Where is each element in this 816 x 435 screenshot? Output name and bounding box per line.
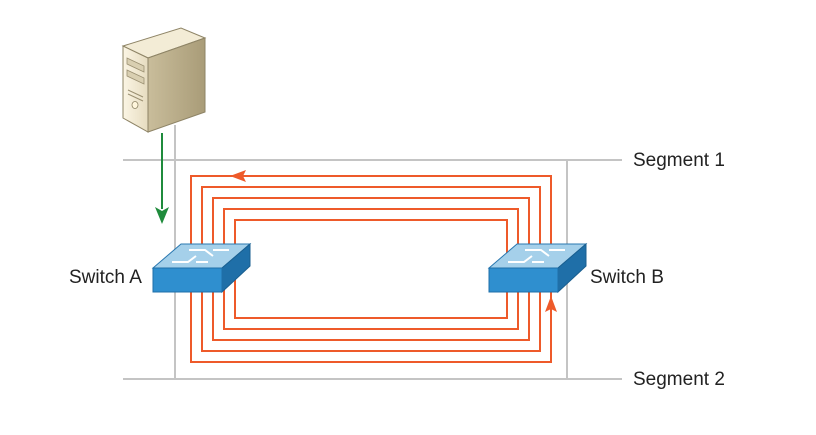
switch-a-label: Switch A — [69, 267, 142, 288]
arrow-down-icon — [155, 207, 169, 224]
loop-arrow-up-icon — [545, 296, 557, 312]
switch-b-label: Switch B — [590, 267, 664, 288]
segment-1-label: Segment 1 — [633, 150, 725, 171]
loop-arrow-left-icon — [230, 170, 246, 182]
loop-arrows — [230, 170, 557, 312]
loop-path-4 — [223, 208, 519, 330]
host-traffic-arrow — [155, 133, 169, 224]
switch-b-icon — [487, 242, 588, 294]
switch-a-icon — [151, 242, 252, 294]
loop-path-5 — [234, 219, 508, 319]
server-tower-icon — [121, 27, 207, 133]
segment-2-label: Segment 2 — [633, 369, 725, 390]
